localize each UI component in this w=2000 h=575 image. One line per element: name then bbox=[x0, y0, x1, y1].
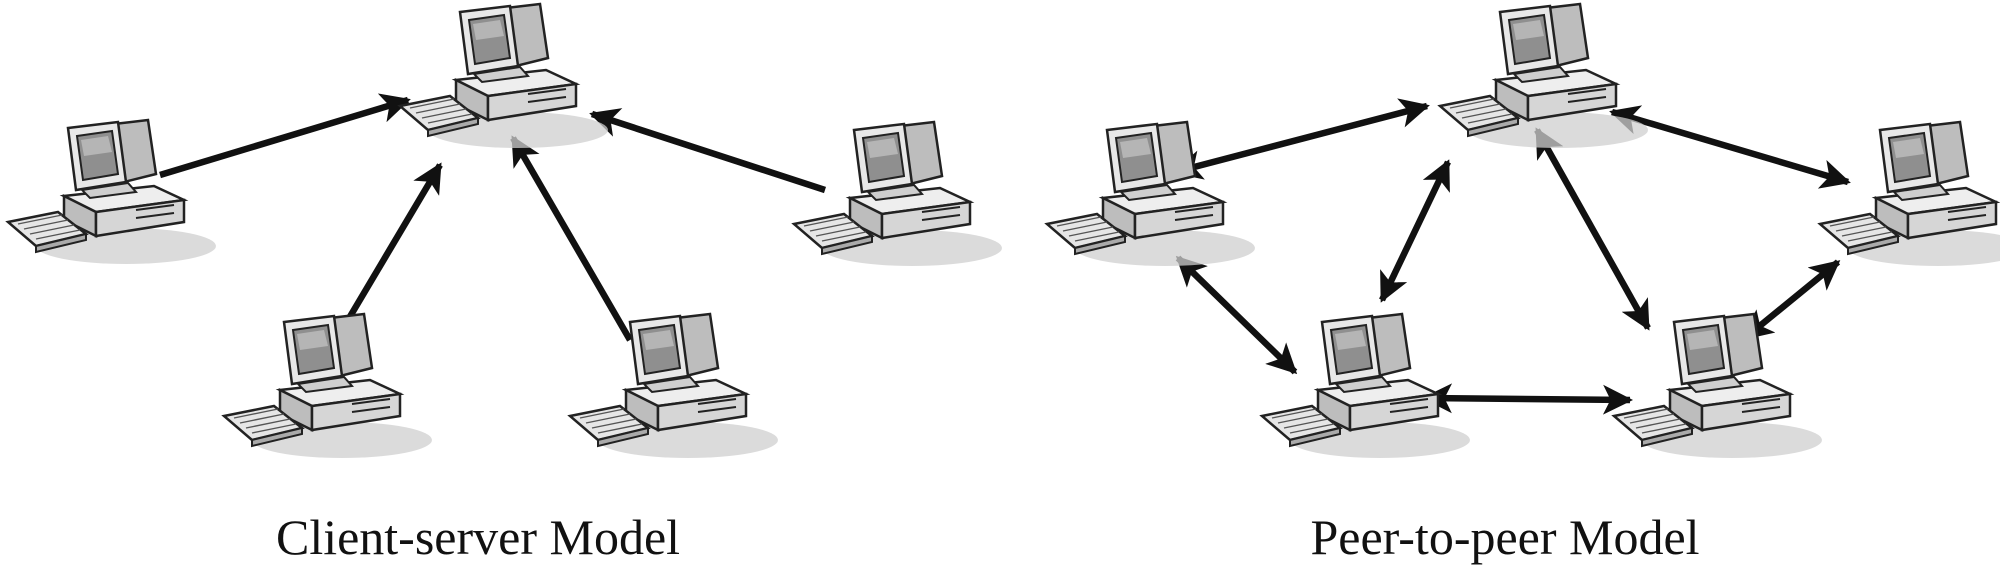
edge-peer-top-peer-bottom-right bbox=[1534, 127, 1651, 331]
edge-client-bottom-left-to-server bbox=[342, 162, 443, 327]
edge-client-bottom-right-to-server bbox=[510, 135, 633, 342]
edge-client-left-to-server bbox=[159, 93, 411, 179]
client-server-caption: Client-server Model bbox=[275, 509, 681, 565]
peer-bottom-left-computer-icon bbox=[1260, 312, 1472, 460]
peer-left-computer-icon bbox=[1045, 120, 1257, 268]
client-bottom-right-computer-icon bbox=[568, 312, 780, 460]
peer-bottom-right-computer-icon bbox=[1612, 312, 1824, 460]
edge-peer-top-peer-left bbox=[1172, 98, 1430, 180]
client-server-diagram bbox=[6, 2, 1004, 460]
peer-right-computer-icon bbox=[1818, 120, 2000, 268]
client-bottom-left-computer-icon bbox=[222, 312, 434, 460]
client-right-computer-icon bbox=[792, 120, 1004, 268]
edge-client-right-to-server bbox=[589, 108, 827, 194]
edge-peer-top-peer-right bbox=[1609, 105, 1851, 189]
peer-to-peer-diagram bbox=[1045, 2, 2000, 460]
client-left-computer-icon bbox=[6, 118, 218, 266]
edge-peer-top-peer-bottom-left bbox=[1379, 159, 1451, 303]
edge-peer-right-peer-bottom-right bbox=[1742, 259, 1841, 341]
peer-top-computer-icon bbox=[1438, 2, 1650, 150]
edge-peer-left-peer-bottom-left bbox=[1175, 255, 1298, 375]
edge-peer-bottom-left-peer-bottom-right bbox=[1422, 383, 1633, 415]
peer-to-peer-caption: Peer-to-peer Model bbox=[1310, 509, 1700, 565]
server-computer-icon bbox=[398, 2, 610, 150]
